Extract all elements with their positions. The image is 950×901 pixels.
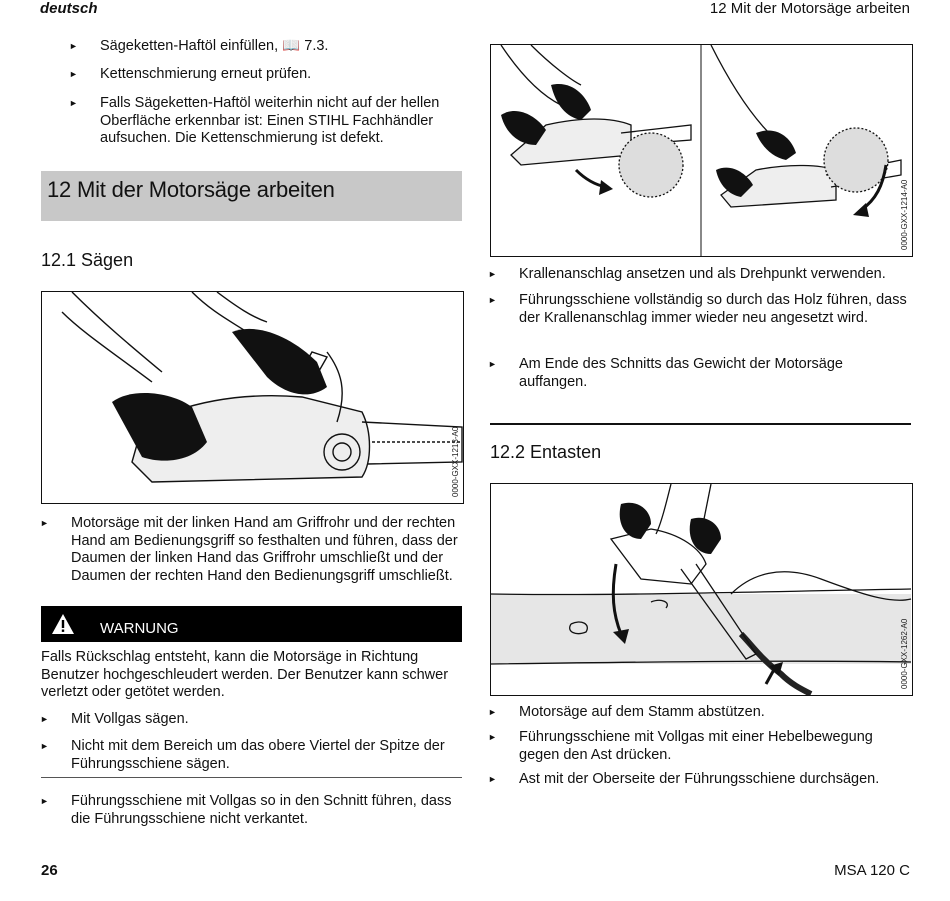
bullet-text: Mit Vollgas sägen. — [71, 711, 189, 727]
figure-limbing: 0000-GXX-1262-A0 — [490, 483, 913, 696]
bullet-felling-dogs: ► Krallenanschlag ansetzen und als Drehp… — [488, 266, 911, 284]
bullet-text: Sägeketten-Haftöl einfüllen, 📖 7.3. — [100, 38, 329, 54]
bullet-text: Führungsschiene vollständig so durch das… — [519, 292, 907, 326]
bullet-guide-bar: ► Führungsschiene mit Vollgas so in den … — [40, 793, 461, 828]
bullet-arrow-icon: ► — [69, 41, 78, 51]
bullet-support-saw: ► Motorsäge auf dem Stamm abstützen. — [488, 704, 911, 722]
bullet-full-throttle: ► Mit Vollgas sägen. — [40, 711, 461, 729]
warning-triangle-icon — [51, 612, 75, 636]
bullet-check-lubrication: ► Kettenschmierung erneut prüfen. — [69, 66, 460, 84]
subsection-title-entasten: 12.2 Entasten — [490, 442, 602, 462]
bullet-arrow-icon: ► — [40, 796, 49, 806]
section-heading-bar — [41, 171, 462, 221]
bullet-fill-oil: ► Sägeketten-Haftöl einfüllen, 📖 7.3. — [69, 38, 460, 56]
figure-code: 0000-GXX-1262-A0 — [900, 618, 909, 689]
warning-end-rule — [41, 777, 462, 778]
bullet-hold-saw: ► Motorsäge mit der linken Hand am Griff… — [40, 515, 461, 585]
bullet-text: Krallenanschlag ansetzen und als Drehpun… — [519, 266, 886, 282]
figure-code: 0000-GXX-1214-A0 — [900, 179, 909, 250]
bullet-catch-weight: ► Am Ende des Schnitts das Gewicht der M… — [488, 356, 899, 391]
bullet-text: Führungsschiene mit Vollgas mit einer He… — [519, 729, 873, 763]
figure-felling-dogs: 0000-GXX-1214-A0 — [490, 44, 913, 257]
warning-bar — [41, 606, 462, 642]
bullet-arrow-icon: ► — [69, 98, 78, 108]
felling-dogs-illustration — [500, 45, 902, 256]
bullet-arrow-icon: ► — [488, 295, 497, 305]
bullet-arrow-icon: ► — [488, 774, 497, 784]
bullet-text: Motorsäge mit der linken Hand am Griffro… — [71, 515, 458, 584]
bullet-arrow-icon: ► — [40, 741, 49, 751]
figure-chainsaw-grip: 0000-GXX-1213-A0 — [41, 291, 464, 504]
bullet-text: Falls Sägeketten-Haftöl weiterhin nicht … — [100, 95, 440, 146]
bullet-arrow-icon: ► — [488, 707, 497, 717]
figure-code: 0000-GXX-1213-A0 — [451, 426, 460, 497]
bullet-cut-branch: ► Ast mit der Oberseite der Führungsschi… — [488, 771, 911, 789]
page-number: 26 — [41, 862, 58, 879]
bullet-arrow-icon: ► — [488, 269, 497, 279]
bullet-text: Führungsschiene mit Vollgas so in den Sc… — [71, 793, 452, 827]
warning-text: Falls Rückschlag entsteht, kann die Moto… — [41, 649, 449, 700]
header-chapter: 12 Mit der Motorsäge arbeiten — [709, 0, 910, 17]
bullet-lever-branch: ► Führungsschiene mit Vollgas mit einer … — [488, 729, 911, 764]
bullet-text: Ast mit der Oberseite der Führungsschien… — [519, 771, 880, 787]
subsection-title-saegen: 12.1 Sägen — [41, 250, 134, 270]
limbing-illustration — [491, 484, 912, 695]
bullet-arrow-icon: ► — [488, 732, 497, 742]
warning-label: WARNUNG — [100, 620, 179, 637]
bullet-text: Kettenschmierung erneut prüfen. — [100, 66, 312, 82]
bullet-arrow-icon: ► — [40, 518, 49, 528]
bullet-guide-through-wood: ► Führungsschiene vollständig so durch d… — [488, 292, 911, 327]
chainsaw-grip-illustration — [61, 292, 463, 483]
bullet-arrow-icon: ► — [69, 69, 78, 79]
bullet-arrow-icon: ► — [488, 359, 497, 369]
bullet-text: Nicht mit dem Bereich um das obere Viert… — [71, 738, 445, 772]
section-title: 12 Mit der Motorsäge arbeiten — [47, 177, 335, 202]
bullet-arrow-icon: ► — [40, 714, 49, 724]
bullet-avoid-tip: ► Nicht mit dem Bereich um das obere Vie… — [40, 738, 466, 773]
section-rule — [490, 423, 911, 425]
bullet-text: Am Ende des Schnitts das Gewicht der Mot… — [519, 356, 843, 390]
bullet-dealer: ► Falls Sägeketten-Haftöl weiterhin nich… — [69, 95, 462, 148]
header-language: deutsch — [40, 0, 98, 17]
bullet-text: Motorsäge auf dem Stamm abstützen. — [519, 704, 765, 720]
model-name: MSA 120 C — [834, 862, 910, 879]
